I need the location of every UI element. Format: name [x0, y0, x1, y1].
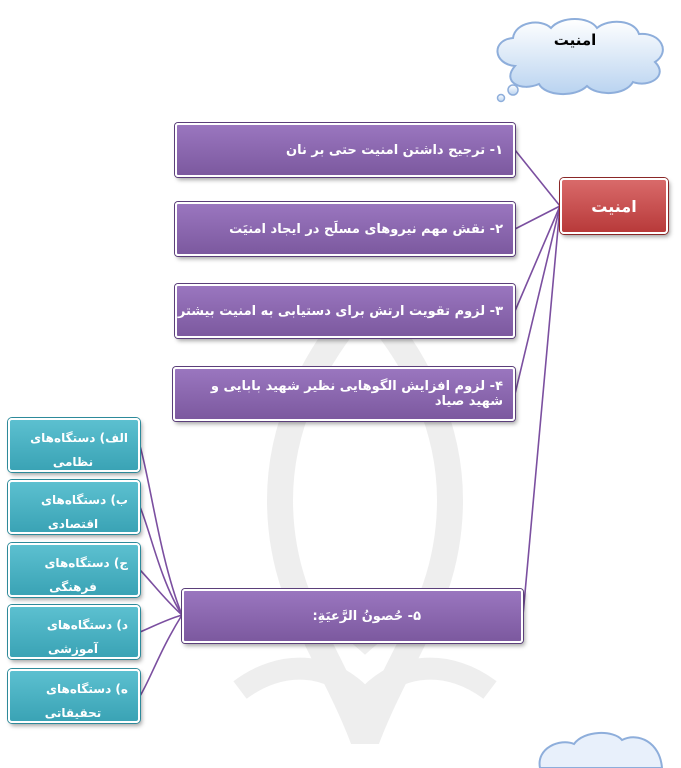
sub-node-5: ه) دستگاه‌های تحقیقاتی: [8, 669, 140, 723]
bottom-cloud: [538, 732, 664, 768]
sub-line1: ه) دستگاه‌های: [46, 682, 128, 696]
sub-line1: ج) دستگاه‌های: [44, 556, 128, 570]
branch-label: ۵- حُصونُ الرَّعیَةِ:: [312, 608, 421, 624]
root-node: امنیت: [560, 178, 668, 234]
sub-node-4: د) دستگاه‌های آموزشی: [8, 605, 140, 659]
sub-line2: اقتصادی: [47, 517, 99, 531]
cloud-title: امنیت: [553, 31, 597, 49]
sub-line1: ب) دستگاه‌های: [41, 493, 128, 507]
branch-label: ۴- لزوم افزایش الگوهایی نظیر شهید بابایی…: [210, 379, 503, 409]
sub-line1: الف) دستگاه‌های: [30, 431, 128, 445]
title-cloud: [496, 18, 664, 103]
sub-line2: آموزشی: [48, 642, 98, 656]
sub-line2: تحقیقاتی: [44, 706, 102, 720]
sub-line2: نظامی: [52, 455, 94, 469]
sub-node-3: ج) دستگاه‌های فرهنگی: [8, 543, 140, 597]
sub-node-2: ب) دستگاه‌های اقتصادی: [8, 480, 140, 534]
branch-node-5: ۵- حُصونُ الرَّعیَةِ:: [182, 589, 523, 643]
connector-lines: [139, 149, 561, 697]
branch-label: ۳- لزوم تقویت ارتش برای دستیابی به امنیت…: [177, 303, 503, 319]
sub-line2: فرهنگی: [49, 580, 97, 594]
branch-node-4: ۴- لزوم افزایش الگوهایی نظیر شهید بابایی…: [173, 367, 515, 421]
branch-label: ۱- ترجیح داشتن امنیت حتی بر نان: [286, 142, 503, 158]
sub-node-1: الف) دستگاه‌های نظامی: [8, 418, 140, 472]
branch-label: ۲- نقش مهم نیروهای مسلَح در ایجاد امنیَت: [229, 221, 503, 237]
branch-node-1: ۱- ترجیح داشتن امنیت حتی بر نان: [175, 123, 515, 177]
branch-node-3: ۳- لزوم تقویت ارتش برای دستیابی به امنیت…: [175, 284, 515, 338]
branch-node-2: ۲- نقش مهم نیروهای مسلَح در ایجاد امنیَت: [175, 202, 515, 256]
sub-line1: د) دستگاه‌های: [46, 618, 128, 632]
